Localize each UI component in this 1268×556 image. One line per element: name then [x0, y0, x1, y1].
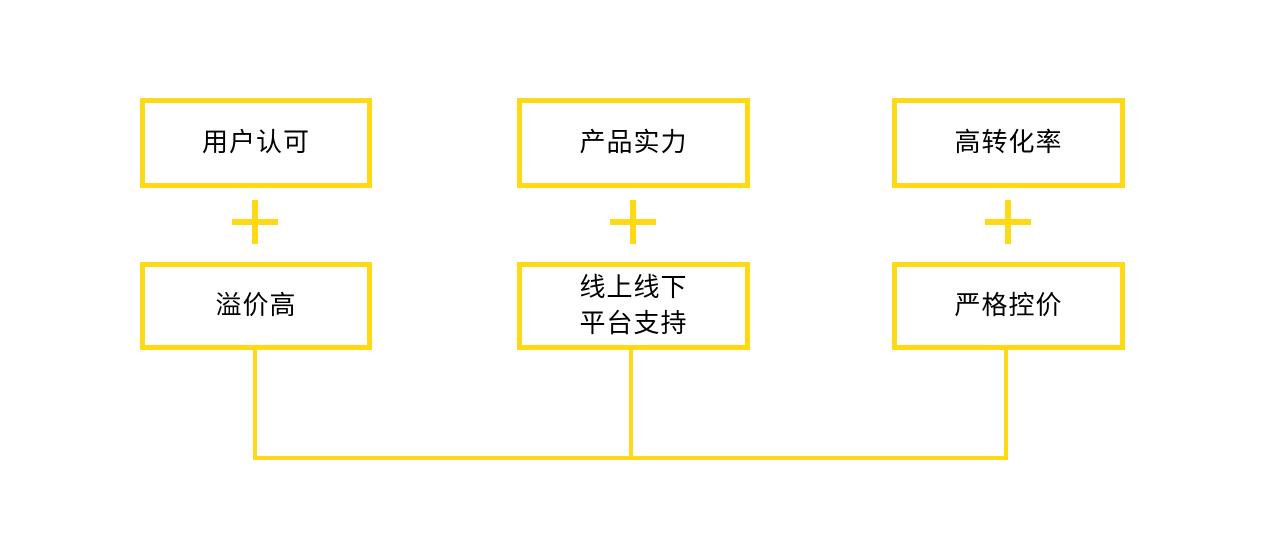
box-strict-price-control: 严格控价: [892, 262, 1125, 350]
box-label: 线上线下 平台支持: [579, 272, 688, 338]
connector-horizontal: [253, 456, 1008, 460]
box-label: 产品实力: [579, 127, 688, 157]
plus-vertical-bar: [1005, 200, 1011, 244]
connector-vertical-middle: [629, 349, 633, 460]
box-platform-support: 线上线下 平台支持: [517, 262, 750, 350]
box-high-conversion: 高转化率: [892, 98, 1125, 188]
box-product-strength: 产品实力: [517, 98, 750, 188]
connector-vertical-right: [1004, 349, 1008, 460]
plus-icon: [610, 200, 656, 244]
box-label: 溢价高: [215, 290, 297, 320]
plus-vertical-bar: [630, 200, 636, 244]
connector-vertical-left: [253, 349, 257, 460]
plus-vertical-bar: [252, 200, 258, 244]
box-label: 严格控价: [954, 290, 1063, 320]
box-label: 用户认可: [201, 127, 310, 157]
box-user-recognition: 用户认可: [140, 98, 372, 188]
box-label: 高转化率: [954, 127, 1063, 157]
plus-icon: [985, 200, 1031, 244]
plus-icon: [232, 200, 278, 244]
box-high-premium: 溢价高: [140, 262, 372, 350]
